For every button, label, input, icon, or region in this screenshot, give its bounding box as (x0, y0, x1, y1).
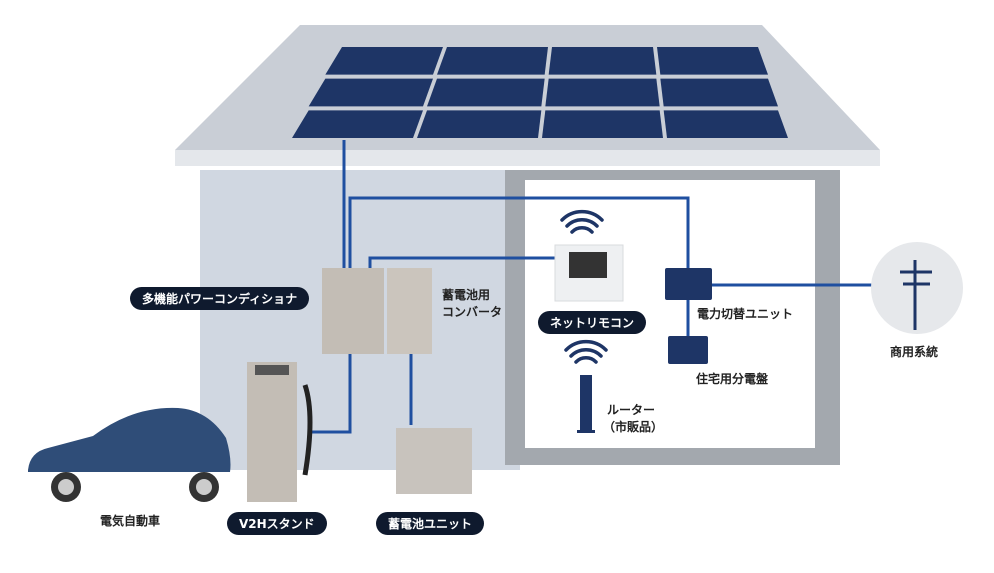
charging-cable (302, 384, 313, 476)
solar-panel-cell (308, 78, 433, 107)
label-ev: 電気自動車 (100, 514, 161, 528)
label-converter-2: コンバータ (442, 305, 503, 319)
solar-panel-cell (663, 110, 788, 138)
converter-unit (387, 268, 432, 354)
label-net-remote: ネットリモコン (538, 311, 647, 334)
label-converter-1: 蓄電池用 (442, 288, 491, 302)
v2h-display (255, 365, 289, 375)
solar-panel-cell (542, 110, 663, 138)
wifi-icon (564, 339, 608, 364)
remote-screen (569, 252, 607, 278)
solar-panels (292, 47, 788, 138)
electric-car (28, 407, 231, 472)
distribution-board (668, 336, 708, 364)
solar-panel-cell (548, 47, 657, 75)
power-switch-unit (665, 268, 712, 300)
solar-panel-cell (427, 78, 545, 107)
label-switch-unit: 電力切替ユニット (697, 307, 794, 321)
label-battery: 蓄電池ユニット (376, 512, 485, 535)
power-conditioner-unit (322, 268, 384, 354)
solar-panel-cell (657, 47, 768, 75)
label-router-2: （市販品） (603, 420, 664, 434)
router-base (577, 430, 595, 433)
label-distribution-board: 住宅用分電盤 (696, 372, 769, 386)
v2h-stand (247, 362, 297, 502)
solar-panel-cell (325, 47, 443, 75)
label-grid: 商用系統 (890, 345, 939, 359)
solar-panel-cell (417, 110, 542, 138)
battery-unit (396, 428, 472, 494)
label-power-conditioner: 多機能パワーコンディショナ (130, 287, 310, 310)
label-router-1: ルーター (607, 403, 656, 417)
solar-panel-cell (437, 47, 548, 75)
label-v2h: V2Hスタンド (227, 512, 327, 535)
solar-panel-cell (545, 78, 660, 107)
solar-panel-cell (292, 110, 423, 138)
wifi-icon (560, 209, 604, 234)
router-device (580, 375, 592, 430)
roof-eave (175, 150, 880, 166)
utility-pole-circle (871, 242, 963, 334)
solar-panel-cell (660, 78, 778, 107)
utility-pole-icon (900, 260, 932, 330)
